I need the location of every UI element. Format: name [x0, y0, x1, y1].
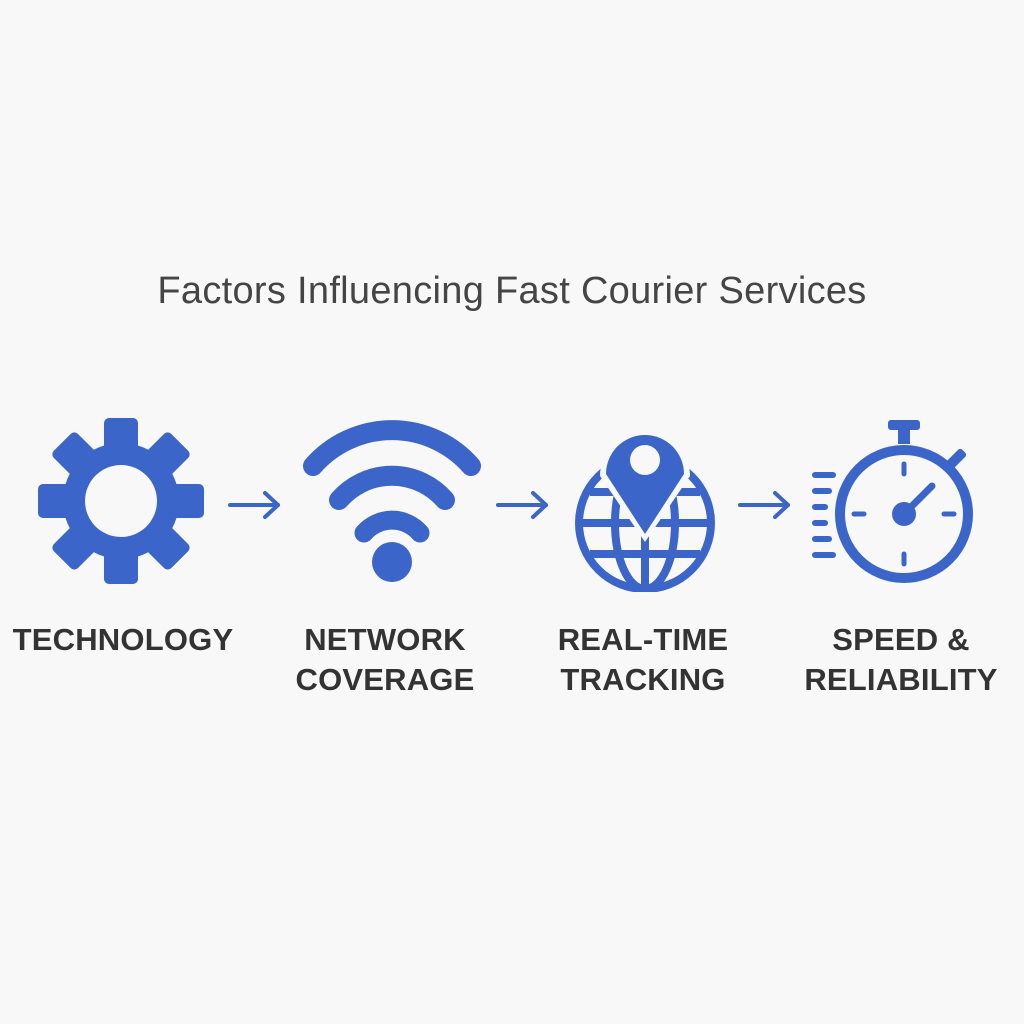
- page-title: Factors Influencing Fast Courier Service…: [157, 270, 867, 312]
- step-label-speed-reliability: SPEED & RELIABILITY: [781, 620, 1021, 700]
- step-label-network-coverage: NETWORK COVERAGE: [265, 620, 505, 700]
- location-globe-icon: [570, 416, 720, 592]
- label-line: COVERAGE: [295, 662, 475, 697]
- wifi-icon: [300, 420, 484, 584]
- arrow-right-icon: [228, 490, 282, 520]
- label-line: RELIABILITY: [804, 662, 998, 697]
- step-label-real-time-tracking: REAL-TIME TRACKING: [523, 620, 763, 700]
- label-line: TRACKING: [560, 662, 726, 697]
- gear-icon: [38, 418, 204, 584]
- stopwatch-icon: [808, 416, 988, 592]
- step-label-technology: TECHNOLOGY: [3, 620, 243, 660]
- label-line: TECHNOLOGY: [12, 622, 234, 657]
- arrow-right-icon: [496, 490, 550, 520]
- label-line: NETWORK: [304, 622, 466, 657]
- label-line: SPEED &: [832, 622, 970, 657]
- label-line: REAL-TIME: [557, 622, 729, 657]
- arrow-right-icon: [738, 490, 792, 520]
